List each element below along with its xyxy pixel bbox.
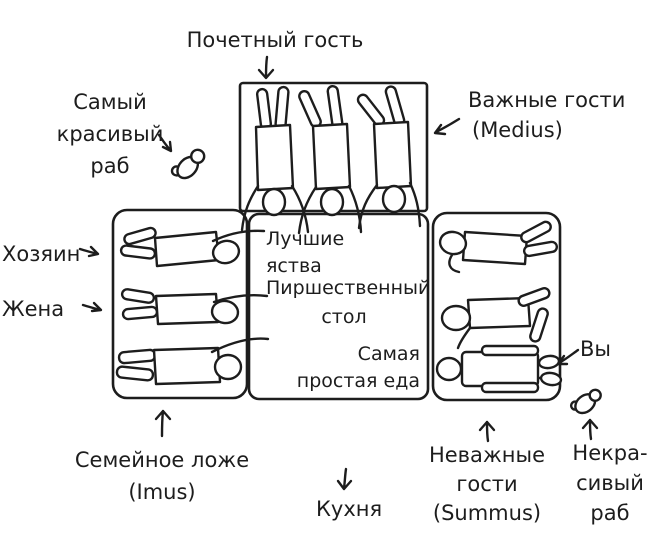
ugly-slave-icon — [569, 388, 602, 415]
arrow-kitchen — [336, 467, 353, 491]
reclining-figure-host — [119, 226, 266, 268]
arrow-you — [556, 348, 580, 366]
arrow-unimportant-guests — [478, 420, 496, 443]
label-best-dishes: Лучшие яства — [266, 228, 345, 277]
reclining-figure-top-2 — [297, 84, 363, 235]
reclining-figure-top-3 — [356, 85, 422, 230]
label-honored-guest: Почетный гость — [180, 25, 370, 56]
reclining-figure-you — [435, 344, 563, 394]
label-honored-guest-text: Почетный гость — [186, 28, 364, 52]
label-feast-table: Пиршественный стол — [266, 277, 431, 328]
label-kitchen: Кухня — [316, 497, 383, 521]
label-you: Вы — [580, 337, 611, 361]
reclining-figure-family — [115, 337, 270, 386]
reclining-figure-top-1 — [240, 85, 310, 234]
reclining-figure-right-2 — [440, 287, 551, 350]
label-family-couch: Семейное ложе (Imus) — [74, 448, 250, 504]
arrow-beautiful-slave — [157, 133, 173, 153]
label-ugly-slave: Некра- сивый раб — [572, 441, 648, 525]
arrow-family-couch — [154, 409, 172, 438]
arrow-host — [78, 245, 100, 258]
arrow-ugly-slave — [581, 418, 599, 441]
arrow-wife — [81, 301, 103, 313]
label-simplest-food: Самая простая еда — [296, 343, 420, 392]
label-beautiful-slave: Самый красивый раб — [56, 90, 164, 178]
arrow-important-guests — [433, 117, 461, 136]
label-wife: Жена — [2, 297, 65, 321]
label-unimportant-guests: Неважные гости (Summus) — [428, 443, 546, 525]
beautiful-slave-icon — [170, 148, 206, 180]
label-important-guests: Важные гости (Medius) — [468, 88, 626, 142]
reclining-figure-wife — [120, 288, 269, 326]
label-host: Хозяин — [2, 242, 81, 266]
arrow-down-honored-guest — [257, 55, 275, 80]
reclining-figure-right-1 — [438, 220, 559, 274]
